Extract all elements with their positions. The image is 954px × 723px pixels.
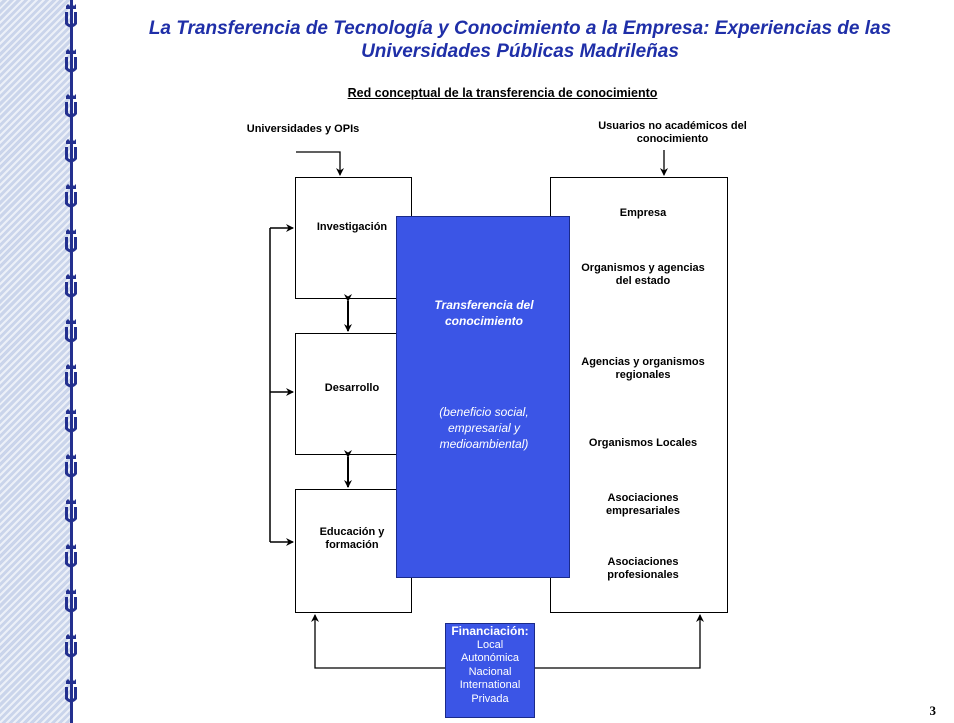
right-item-asociaciones-empresariales: Asociaciones empresariales xyxy=(606,492,680,517)
university-logo-icon xyxy=(63,94,79,120)
left-header: Universidades y OPIs xyxy=(246,123,360,135)
box-investigacion-label: Investigación xyxy=(316,221,388,233)
financiacion-title: Financiación: xyxy=(451,624,529,638)
box-educacion-label: Educación y formación xyxy=(319,526,385,551)
page-number: 3 xyxy=(929,703,937,718)
university-logo-icon xyxy=(63,589,79,615)
sidebar-divider xyxy=(70,0,73,723)
financiacion-item: Local xyxy=(476,638,504,651)
financiacion-box: Financiación: Local Autonómica Nacional … xyxy=(445,623,535,718)
right-item-organismos-estado: Organismos y agencias del estado xyxy=(581,262,705,287)
diagram-subtitle: Red conceptual de la transferencia de co… xyxy=(347,86,658,100)
university-logo-icon xyxy=(63,184,79,210)
university-logo-icon xyxy=(63,409,79,435)
university-logo-icon xyxy=(63,679,79,705)
right-item-agencias-regionales: Agencias y organismos regionales xyxy=(581,356,705,381)
university-logo-icon xyxy=(63,634,79,660)
arrow-fin-left xyxy=(311,614,445,669)
box-investigacion: Investigación xyxy=(295,177,412,299)
university-logo-icon xyxy=(63,139,79,165)
arrow-universidades xyxy=(296,151,344,176)
right-item-organismos-locales: Organismos Locales xyxy=(588,437,698,449)
beneficio-label: (beneficio social, empresarial y medioam… xyxy=(439,405,529,451)
right-header: Usuarios no académicos del conocimiento xyxy=(598,120,747,145)
transferencia-box: Transferencia del conocimiento (benefici… xyxy=(396,216,570,578)
box-desarrollo: Desarrollo xyxy=(295,333,412,455)
university-logo-icon xyxy=(63,454,79,480)
university-logo-icon xyxy=(63,319,79,345)
right-item-empresa: Empresa xyxy=(619,207,667,219)
box-usuarios: Empresa Organismos y agencias del estado… xyxy=(550,177,728,613)
right-item-asociaciones-profesionales: Asociaciones profesionales xyxy=(607,556,679,581)
university-logo-icon xyxy=(63,544,79,570)
university-logo-icon xyxy=(63,499,79,525)
financiacion-item: International xyxy=(459,679,521,691)
financiacion-item: Nacional xyxy=(468,665,512,678)
box-desarrollo-label: Desarrollo xyxy=(324,382,380,394)
transferencia-label: Transferencia del conocimiento xyxy=(434,298,534,328)
university-logo-icon xyxy=(63,274,79,300)
university-logo-icon xyxy=(63,364,79,390)
university-logo-icon xyxy=(63,49,79,75)
financiacion-item: Privada xyxy=(471,692,509,705)
decorative-sidebar xyxy=(0,0,70,723)
university-logo-icon xyxy=(63,229,79,255)
arrow-fin-right xyxy=(535,614,704,669)
slide-title: La Transferencia de Tecnología y Conocim… xyxy=(148,18,892,62)
financiacion-item: Autonómica xyxy=(460,652,520,664)
university-logo-icon xyxy=(63,4,79,30)
